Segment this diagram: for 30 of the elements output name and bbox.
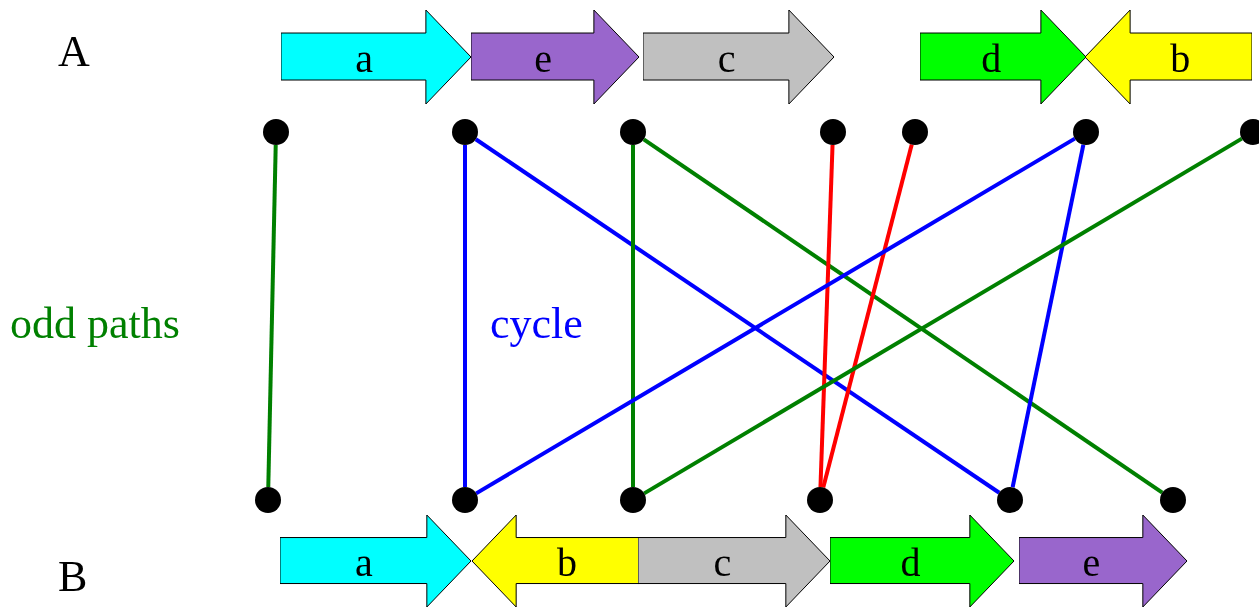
connector-line — [821, 144, 914, 488]
text-label: A — [58, 30, 90, 74]
segment-label: a — [355, 543, 373, 583]
pointed-segment — [280, 515, 471, 607]
text-label: B — [58, 555, 88, 599]
segment-label: b — [557, 543, 577, 583]
pointed-segment — [281, 10, 471, 104]
segment-label: d — [900, 543, 921, 583]
segment-label: e — [534, 39, 553, 79]
pointed-segment — [920, 10, 1086, 104]
pointed-segment — [472, 515, 639, 607]
text-label: odd paths — [10, 302, 180, 346]
pointed-segment — [1019, 515, 1187, 607]
pointed-segment — [471, 10, 639, 104]
connector-line — [266, 144, 278, 488]
pointed-segment — [830, 515, 1014, 607]
segment-label: e — [1082, 543, 1101, 583]
connector-line — [463, 145, 467, 487]
connector-line — [818, 144, 835, 488]
text-label: cycle — [490, 302, 583, 346]
segment-label: a — [355, 39, 374, 79]
pointed-segment — [643, 10, 834, 104]
segment-label: b — [1170, 39, 1191, 79]
pointed-segment — [638, 515, 830, 607]
segment-label: c — [717, 39, 736, 79]
connector-line — [1010, 144, 1086, 488]
connector-line — [631, 145, 635, 487]
segment-label: c — [713, 543, 732, 583]
segment-label: d — [981, 39, 1002, 79]
pointed-segment — [1085, 10, 1252, 104]
